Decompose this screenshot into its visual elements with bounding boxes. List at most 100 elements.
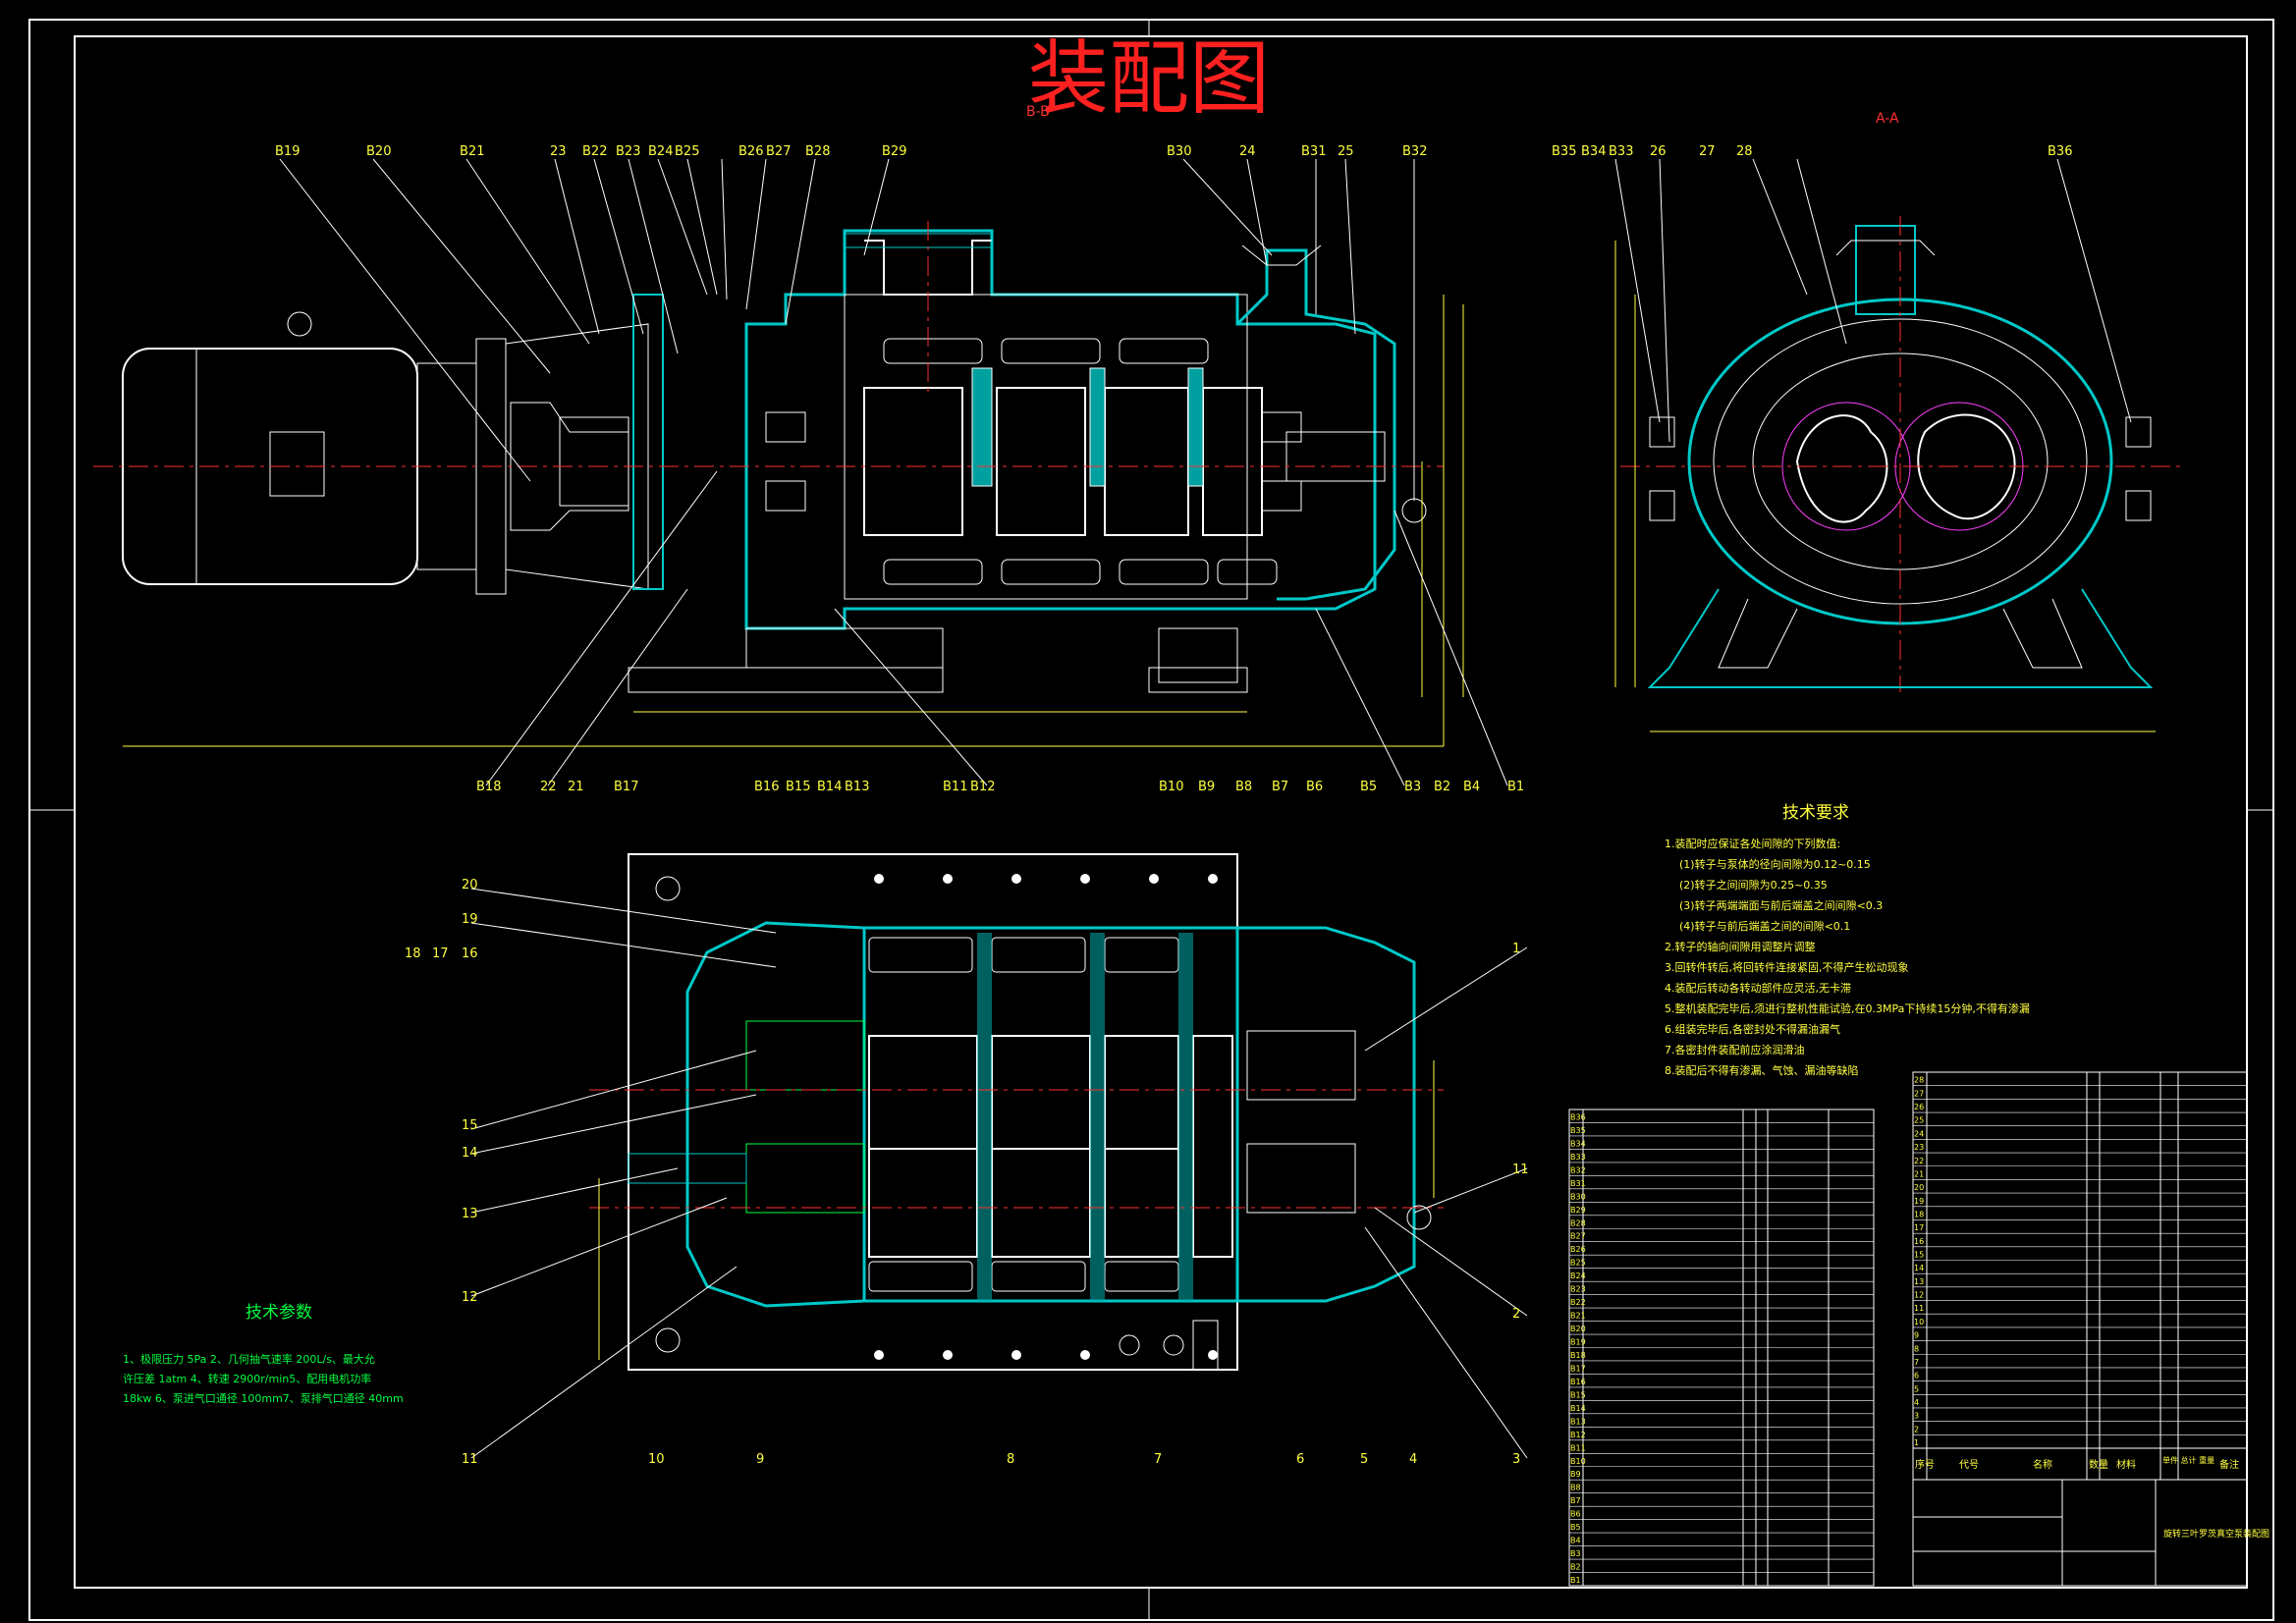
tech-params-line: 许压差 1atm 4、转速 2900r/min5、配用电机功率	[123, 1372, 371, 1385]
callout-label: 5	[1360, 1452, 1368, 1467]
tech-req-item: 3.回转件转后,将回转件连接紧固,不得产生松动现象	[1665, 960, 1909, 974]
callout-label: B35	[1552, 144, 1576, 159]
callout-label: 23	[550, 144, 567, 159]
callout-label: 9	[756, 1452, 764, 1467]
parts-row-number: 15	[1914, 1251, 1924, 1260]
parts-row-number: 6	[1914, 1372, 1919, 1380]
view-label-aa: A-A	[1876, 111, 1899, 127]
plan-section-view	[589, 853, 1444, 1371]
parts-row-number: B13	[1570, 1417, 1586, 1426]
tech-req-heading: 技术要求	[1782, 803, 1849, 823]
parts-row-number: B11	[1570, 1443, 1586, 1452]
parts-row-number: B33	[1570, 1153, 1586, 1162]
callout-label: B28	[805, 144, 830, 159]
parts-row-number: B16	[1570, 1378, 1586, 1386]
callout-label: B25	[675, 144, 699, 159]
tech-params-heading: 技术参数	[246, 1303, 312, 1323]
tech-req-item: (3)转子两端端面与前后端盖之间间隙<0.3	[1679, 898, 1883, 912]
parts-row-number: 16	[1914, 1237, 1924, 1246]
parts-row-number: B21	[1570, 1312, 1586, 1321]
callout-label: B6	[1306, 780, 1323, 794]
parts-row-number: 14	[1914, 1264, 1924, 1272]
callout-label: 21	[568, 780, 584, 794]
callout-label: B33	[1609, 144, 1633, 159]
callout-label: B13	[845, 780, 869, 794]
callout-label: B30	[1167, 144, 1191, 159]
parts-row-number: 22	[1914, 1157, 1924, 1165]
callout-label: 14	[462, 1146, 478, 1161]
callout-label: B20	[366, 144, 391, 159]
drawing-title: 装配图	[1028, 32, 1270, 126]
parts-row-number: B34	[1570, 1139, 1586, 1148]
parts-row-number: 4	[1914, 1398, 1919, 1407]
parts-row-number: 23	[1914, 1143, 1924, 1152]
tech-req-item: 2.转子的轴向间隙用调整片调整	[1665, 940, 1816, 953]
callout-label: B27	[766, 144, 791, 159]
parts-row-number: 11	[1914, 1304, 1924, 1313]
view-label-bb: B-B	[1026, 104, 1050, 120]
callout-label: 13	[462, 1207, 478, 1221]
parts-rows: B36B35B34B33B32B31B30B29B28B27B26B25B24B…	[1569, 1076, 2247, 1587]
tech-req-item: (1)转子与泵体的径向间隙为0.12~0.15	[1679, 857, 1871, 871]
parts-row-number: 26	[1914, 1103, 1924, 1111]
callout-label: B10	[1159, 780, 1183, 794]
parts-row-number: B26	[1570, 1245, 1586, 1254]
header-weight: 单件 总计 重量	[2162, 1455, 2214, 1465]
callout-label: 26	[1650, 144, 1667, 159]
callout-label: 3	[1512, 1452, 1520, 1467]
callout-label: 16	[462, 947, 478, 961]
callout-label: 4	[1409, 1452, 1417, 1467]
callout-label: 10	[648, 1452, 665, 1467]
callout-label: B12	[970, 780, 995, 794]
callout-label: 27	[1699, 144, 1716, 159]
parts-row-number: B36	[1570, 1112, 1586, 1121]
parts-row-number: B5	[1570, 1523, 1581, 1532]
callout-label: B34	[1581, 144, 1606, 159]
parts-row-number: B2	[1570, 1563, 1581, 1572]
callout-label: B9	[1198, 780, 1215, 794]
aa-section-view	[1614, 216, 2180, 732]
tech-req-item: 8.装配后不得有渗漏、气蚀、漏油等缺陷	[1665, 1063, 1859, 1077]
parts-row-number: B27	[1570, 1232, 1586, 1241]
parts-row-number: 8	[1914, 1344, 1919, 1353]
callout-label: 25	[1338, 144, 1354, 159]
tech-params-line: 18kw 6、泵进气口通径 100mm7、泵排气口通径 40mm	[123, 1391, 404, 1405]
parts-row-number: B28	[1570, 1218, 1586, 1227]
callout-label: 11	[1512, 1163, 1529, 1177]
callout-label: B16	[754, 780, 779, 794]
header-remark: 备注	[2219, 1458, 2239, 1471]
parts-row-number: 12	[1914, 1291, 1924, 1300]
callout-label: B23	[616, 144, 640, 159]
inner-border	[74, 35, 2248, 1589]
parts-row-number: B31	[1570, 1179, 1586, 1188]
header-seq: 序号	[1915, 1458, 1935, 1471]
parts-row-number: 25	[1914, 1116, 1924, 1125]
header-material: 材料	[2116, 1458, 2136, 1471]
parts-row-number: B29	[1570, 1206, 1586, 1215]
parts-row-number: 21	[1914, 1169, 1924, 1178]
callout-label: B1	[1507, 780, 1524, 794]
parts-row-number: B12	[1570, 1431, 1586, 1439]
callout-label: 2	[1512, 1307, 1520, 1322]
parts-row-number: 27	[1914, 1089, 1924, 1098]
callout-label: B19	[275, 144, 300, 159]
callout-label: 11	[462, 1452, 478, 1467]
parts-row-number: 19	[1914, 1197, 1924, 1206]
parts-row-number: B6	[1570, 1510, 1581, 1519]
tech-req-item: 5.整机装配完毕后,须进行整机性能试验,在0.3MPa下持续15分钟,不得有渗漏	[1665, 1001, 2030, 1015]
tech-req-item: 7.各密封件装配前应涂润滑油	[1665, 1043, 1805, 1056]
tech-parameters: 技术参数 1、极限压力 5Pa 2、几何抽气速率 200L/s、最大允 许压差 …	[123, 1303, 404, 1405]
parts-row-number: B10	[1570, 1457, 1586, 1466]
callout-label: B24	[648, 144, 673, 159]
callout-label: 19	[462, 912, 478, 927]
callout-label: 6	[1296, 1452, 1304, 1467]
callout-label: 8	[1007, 1452, 1014, 1467]
callout-label: 7	[1154, 1452, 1162, 1467]
parts-row-number: 17	[1914, 1223, 1924, 1232]
callout-label: B5	[1360, 780, 1377, 794]
parts-row-number: 3	[1914, 1412, 1919, 1421]
parts-row-number: 18	[1914, 1210, 1924, 1218]
callout-label: 28	[1736, 144, 1753, 159]
callout-label: 22	[540, 780, 557, 794]
header-code: 代号	[1959, 1459, 1979, 1471]
